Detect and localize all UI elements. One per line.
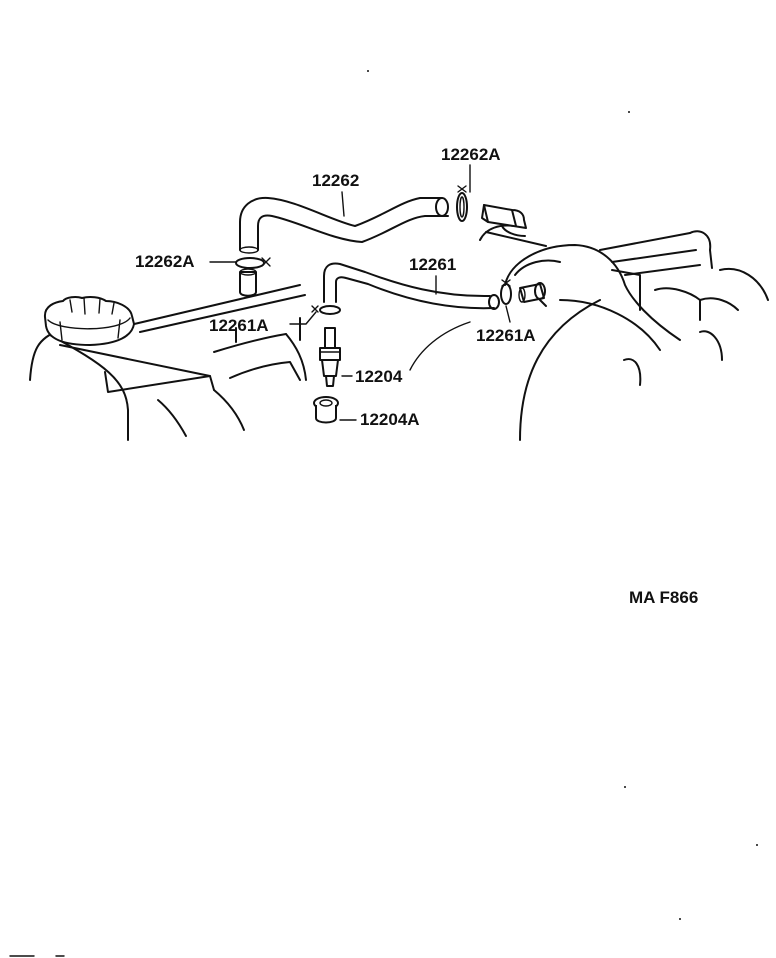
upper-fitting (481, 204, 527, 237)
hose-upper (239, 196, 449, 254)
label-clamp-lower-right: 12261A (476, 326, 536, 345)
head-cover-nipple (239, 268, 257, 297)
label-pcv-valve: 12204 (355, 367, 403, 386)
scan-specks (9, 70, 758, 957)
label-clamp-lower-left: 12261A (209, 316, 269, 335)
label-clamp-upper-left: 12262A (135, 252, 195, 271)
clamp-upper-right-shape (456, 185, 468, 222)
label-grommet: 12204A (360, 410, 420, 429)
diagram-code: MA F866 (629, 588, 698, 607)
label-clamp-upper-right: 12262A (441, 145, 501, 164)
clamp-lower-left-shape (311, 305, 341, 315)
hose-lower (323, 262, 500, 310)
part-labels: 12262 12262A 12262A 12261 12261A 12261A … (135, 145, 536, 429)
cylinder-head-cover (29, 284, 307, 441)
clamp-lower-right-shape (500, 279, 512, 305)
leader-lines (209, 164, 511, 421)
manifold-nipple (518, 282, 546, 303)
pcv-valve-shape (319, 327, 341, 387)
oil-filler-cap (43, 296, 135, 346)
grommet-shape (313, 396, 339, 424)
label-hose-lower: 12261 (409, 255, 456, 274)
label-hose-upper: 12262 (312, 171, 359, 190)
clamp-upper-left-shape (235, 257, 271, 269)
